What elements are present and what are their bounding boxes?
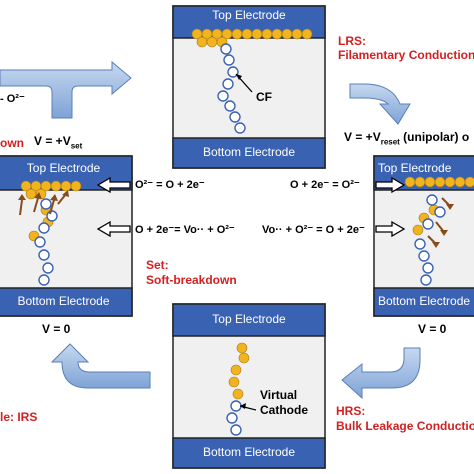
left-panel-bottom-electrode: Bottom Electrode (17, 294, 110, 308)
left-arrow-lower (96, 220, 131, 238)
top-panel-bottom-electrode: Bottom Electrode (202, 145, 296, 159)
cycle-arrow-top-right (349, 83, 411, 125)
set-process-title: Set: (146, 258, 169, 272)
right-arrow-upper (375, 176, 406, 194)
cycle-arrow-bottom-left (50, 343, 151, 389)
top-panel-top-electrode: Top Electrode (212, 8, 286, 22)
bottom-panel-top-electrode: Top Electrode (212, 312, 286, 326)
panel-bottom (172, 303, 326, 469)
right-panel-bottom-electrode: Bottom Electrode (378, 294, 471, 308)
cycle-arrow-top-left (0, 60, 132, 119)
left-side-red-2: le: IRS (0, 410, 38, 424)
right-reaction-2: Vo·· + O²⁻ = O + 2e⁻ (262, 224, 365, 236)
top-left-fragment: - O²⁻ (0, 93, 25, 105)
right-panel-top-electrode: Top Electrode (378, 161, 452, 175)
left-panel-top-electrode: Top Electrode (26, 161, 101, 175)
left-voltage-top: V = +Vset (34, 134, 83, 151)
hrs-state-title: HRS: (336, 404, 366, 418)
virtual-cathode-label-1: Virtual (260, 388, 298, 402)
left-arrow-upper (96, 176, 131, 194)
right-voltage-bottom: V = 0 (418, 322, 447, 336)
cycle-arrow-bottom-right (341, 347, 421, 400)
right-arrow-lower (375, 220, 406, 238)
virtual-cathode-label-2: Cathode (260, 403, 308, 417)
bottom-panel-bottom-electrode: Bottom Electrode (202, 445, 296, 459)
left-voltage-bottom: V = 0 (42, 322, 71, 336)
left-side-red-1: own (0, 136, 24, 150)
right-voltage-top: V = +Vreset (unipolar) o (344, 130, 470, 147)
set-process-subtitle: Soft-breakdown (146, 273, 237, 287)
panel-top (172, 5, 326, 169)
lrs-state-title: LRS: (338, 34, 366, 48)
panel-left (0, 155, 133, 317)
lrs-state-subtitle: Filamentary Conduction (338, 48, 474, 62)
left-reaction-1: O²⁻ = O + 2e⁻ (135, 179, 205, 191)
right-reaction-1: O + 2e⁻ = O²⁻ (290, 179, 360, 191)
left-reaction-2: O + 2e⁻= Vo·· + O²⁻ (135, 224, 235, 236)
hrs-state-subtitle: Bulk Leakage Conduction (336, 419, 474, 433)
cf-label: CF (256, 90, 272, 104)
panel-right (373, 155, 474, 317)
